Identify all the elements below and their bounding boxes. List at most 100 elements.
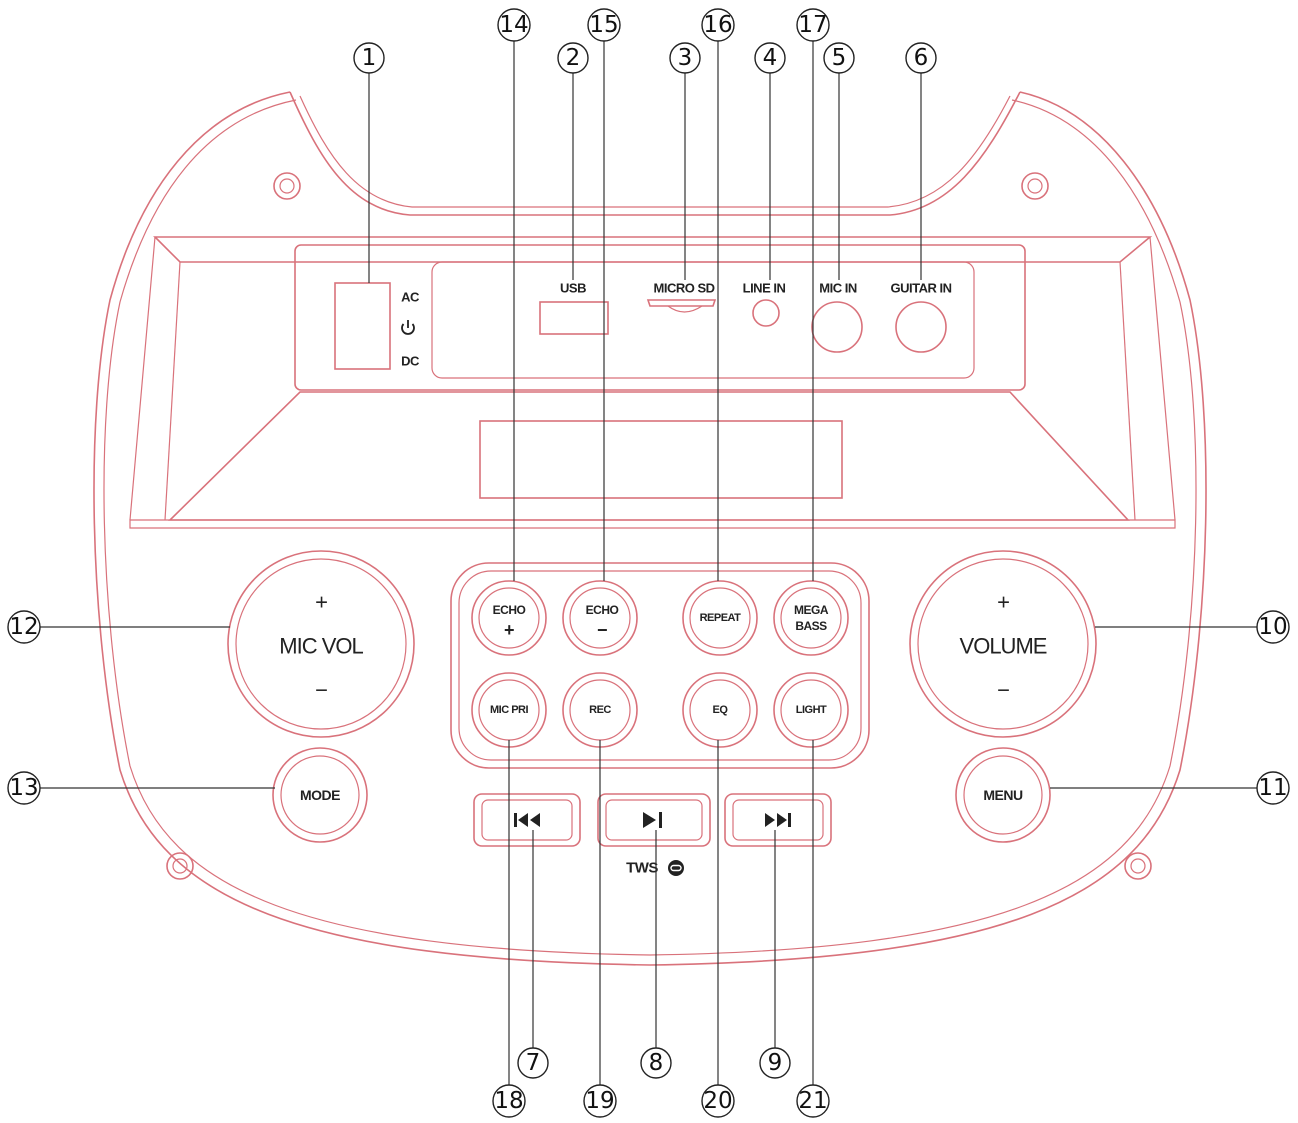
svg-text:MIC PRI: MIC PRI — [490, 704, 529, 716]
svg-text:+: + — [504, 620, 514, 640]
mic-pri-button[interactable]: MIC PRI — [471, 672, 547, 748]
svg-text:EQ: EQ — [713, 704, 729, 716]
screw-hole — [1021, 172, 1049, 200]
mic-vol-plus: + — [315, 590, 327, 615]
volume-minus: − — [997, 678, 1009, 703]
screw-hole — [166, 852, 194, 880]
next-track-button[interactable] — [724, 793, 832, 847]
mode-button[interactable]: MODE — [272, 747, 368, 843]
echo-minus-button[interactable]: ECHO − — [562, 580, 638, 656]
guitar-in-label: GUITAR IN — [891, 281, 952, 296]
light-button[interactable]: LIGHT — [773, 672, 849, 748]
svg-text:ECHO: ECHO — [493, 603, 526, 617]
callout-14: 14 — [497, 8, 531, 42]
callout-18: 18 — [492, 1084, 526, 1118]
svg-text:19: 19 — [585, 1088, 614, 1114]
svg-text:20: 20 — [703, 1088, 732, 1114]
callout-1: 1 — [353, 42, 385, 74]
callout-21: 21 — [796, 1084, 830, 1118]
svg-text:6: 6 — [914, 45, 929, 71]
svg-text:16: 16 — [703, 12, 732, 38]
usb-label: USB — [560, 281, 586, 296]
echo-plus-button[interactable]: ECHO + — [471, 580, 547, 656]
svg-text:2: 2 — [566, 45, 581, 71]
ac-dc-switch[interactable] — [334, 282, 391, 370]
leader-lines — [38, 40, 1258, 1086]
tws-label: TWS — [626, 860, 658, 877]
svg-text:REC: REC — [589, 704, 611, 716]
mic-in-jack[interactable] — [811, 301, 863, 353]
callout-15: 15 — [587, 8, 621, 42]
callout-3: 3 — [669, 42, 701, 74]
svg-text:7: 7 — [526, 1050, 541, 1076]
panel-outline — [93, 91, 1207, 966]
line-in-label: LINE IN — [743, 281, 786, 296]
callout-12: 12 — [7, 610, 41, 644]
callout-8: 8 — [640, 1047, 672, 1079]
callout-7: 7 — [517, 1047, 549, 1079]
svg-text:18: 18 — [494, 1088, 523, 1114]
svg-text:12: 12 — [9, 614, 38, 640]
callout-4: 4 — [754, 42, 786, 74]
micro-sd-label: MICRO SD — [654, 281, 715, 296]
repeat-button[interactable]: REPEAT — [682, 580, 758, 656]
svg-text:MODE: MODE — [300, 787, 340, 803]
micro-sd-slot[interactable] — [646, 299, 717, 307]
svg-text:REPEAT: REPEAT — [700, 612, 742, 624]
mic-in-label: MIC IN — [819, 281, 857, 296]
callout-5: 5 — [823, 42, 855, 74]
previous-track-button[interactable] — [473, 793, 581, 847]
volume-knob[interactable]: + VOLUME − — [909, 550, 1097, 738]
svg-text:4: 4 — [763, 45, 778, 71]
svg-text:ECHO: ECHO — [586, 603, 619, 617]
callout-10: 10 — [1256, 610, 1290, 644]
screw-hole — [1124, 852, 1152, 880]
svg-text:−: − — [597, 620, 607, 640]
screw-hole — [273, 172, 301, 200]
callout-9: 9 — [759, 1047, 791, 1079]
callout-2: 2 — [557, 42, 589, 74]
line-in-jack[interactable] — [752, 299, 780, 327]
play-pause-icon — [643, 812, 662, 828]
svg-text:LIGHT: LIGHT — [796, 704, 827, 716]
callout-17: 17 — [796, 8, 830, 42]
eq-button[interactable]: EQ — [682, 672, 758, 748]
svg-text:11: 11 — [1258, 775, 1287, 801]
mega-bass-button[interactable]: MEGA BASS — [773, 580, 849, 656]
svg-text:1: 1 — [362, 45, 377, 71]
svg-text:9: 9 — [768, 1050, 783, 1076]
volume-plus: + — [997, 590, 1009, 615]
menu-button[interactable]: MENU — [955, 747, 1051, 843]
usb-port[interactable] — [539, 301, 609, 335]
power-icon — [401, 320, 415, 335]
dc-label: DC — [401, 354, 420, 369]
callout-11: 11 — [1256, 771, 1290, 805]
svg-text:5: 5 — [832, 45, 847, 71]
svg-text:MEGA: MEGA — [794, 603, 829, 617]
svg-text:15: 15 — [589, 12, 618, 38]
callout-13: 13 — [7, 771, 41, 805]
play-pause-button[interactable] — [597, 793, 711, 847]
callout-20: 20 — [701, 1084, 735, 1118]
mic-vol-knob[interactable]: + MIC VOL − — [227, 550, 415, 738]
guitar-in-jack[interactable] — [895, 301, 947, 353]
ac-label: AC — [401, 290, 420, 305]
callout-19: 19 — [583, 1084, 617, 1118]
svg-text:MENU: MENU — [983, 787, 1023, 803]
svg-text:21: 21 — [798, 1088, 827, 1114]
button-cluster — [450, 562, 870, 769]
svg-text:BASS: BASS — [795, 619, 827, 633]
link-icon — [668, 860, 684, 876]
svg-text:8: 8 — [649, 1050, 664, 1076]
svg-text:17: 17 — [798, 12, 827, 38]
svg-text:10: 10 — [1258, 614, 1287, 640]
svg-text:13: 13 — [9, 775, 38, 801]
callout-6: 6 — [905, 42, 937, 74]
rec-button[interactable]: REC — [562, 672, 638, 748]
mic-vol-minus: − — [315, 678, 327, 703]
next-track-icon — [765, 813, 791, 827]
callout-16: 16 — [701, 8, 735, 42]
volume-label: VOLUME — [960, 634, 1047, 659]
svg-text:14: 14 — [499, 12, 528, 38]
